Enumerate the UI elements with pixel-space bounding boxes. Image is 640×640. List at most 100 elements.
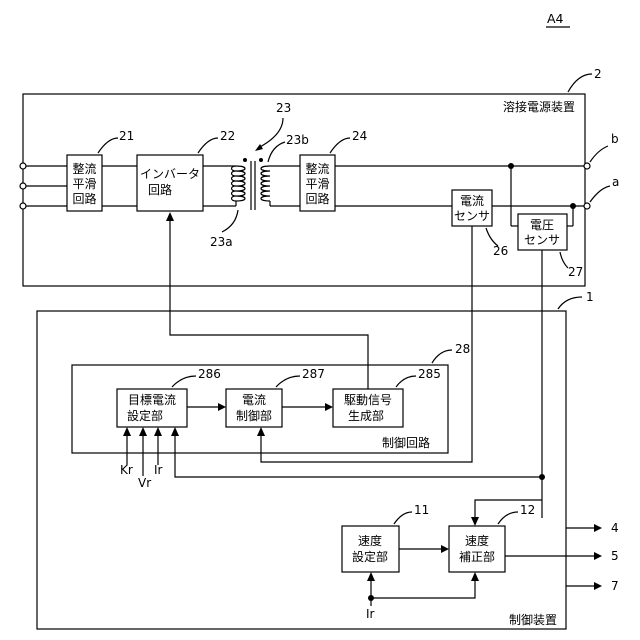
voltage-sensor-27-line1: 電圧 <box>530 218 554 232</box>
transformer-23a-leader <box>222 210 238 232</box>
terminal-b-label: b <box>611 132 619 146</box>
output-terminal-a <box>584 203 590 209</box>
speed-setting-11-line2: 設定部 <box>352 549 388 564</box>
input-terminal-mid <box>20 183 26 189</box>
transformer-23a-ref: 23a <box>210 235 233 249</box>
transformer-23-leader <box>258 118 283 148</box>
arrow-to-inverter <box>166 212 174 221</box>
arrow-11-12 <box>441 545 449 553</box>
rectifier-24-line3: 回路 <box>305 191 329 206</box>
arrow-ir <box>154 427 162 436</box>
arrow-out-7 <box>594 582 602 590</box>
junction-vsense <box>539 474 545 480</box>
transformer-23b-leader <box>268 142 285 162</box>
transformer-23-leader-arrow <box>255 144 263 151</box>
primary-coil <box>232 166 237 206</box>
primary-polarity-dot <box>243 158 247 162</box>
inverter-22-leader <box>198 138 218 153</box>
rectifier-21-line1: 整流 <box>72 161 96 176</box>
wire-ir-to-12 <box>371 580 475 598</box>
primary-coil-right <box>236 166 245 201</box>
figure-label: A4 <box>547 11 564 26</box>
target-current-286-ref: 286 <box>198 367 221 381</box>
output-terminal-b <box>584 163 590 169</box>
rectifier-21-ref: 21 <box>119 129 134 143</box>
voltage-sensor-27-leader <box>560 252 568 268</box>
transformer-23b-ref: 23b <box>286 133 309 147</box>
transformer-23 <box>232 158 271 210</box>
speed-setting-11-box <box>342 526 399 572</box>
voltage-sensor-27-line2: センサ <box>524 233 560 247</box>
speed-correction-12-box <box>449 526 505 572</box>
terminal-b-leader <box>590 146 608 162</box>
welding-power-supply-label: 溶接電源装置 <box>503 99 575 114</box>
control-circuit-ref: 28 <box>455 342 470 356</box>
speed-correction-12-line1: 速度 <box>465 533 489 548</box>
speed-setting-11-line1: 速度 <box>358 533 382 548</box>
control-circuit-leader <box>432 350 452 363</box>
input-ir-label: Ir <box>154 463 163 477</box>
current-control-287-leader <box>276 376 300 387</box>
welding-power-supply-ref: 2 <box>594 67 602 81</box>
current-sensor-26-line1: 電流 <box>460 194 484 208</box>
drive-signal-285-ref: 285 <box>418 367 441 381</box>
secondary-polarity-dot <box>259 158 263 162</box>
current-control-287-ref: 287 <box>302 367 325 381</box>
input-vr-label: Vr <box>138 476 151 490</box>
input-terminal-top <box>20 163 26 169</box>
target-current-286-line2: 設定部 <box>127 408 163 423</box>
drive-signal-285-leader <box>396 376 416 387</box>
output-5-label: 5 <box>611 549 619 563</box>
input-kr-label: Kr <box>120 463 133 477</box>
drive-signal-285-line2: 生成部 <box>348 408 384 423</box>
target-current-286-leader <box>172 376 196 387</box>
arrow-ir-bottom <box>367 572 375 581</box>
rectifier-24-line1: 整流 <box>305 161 329 176</box>
arrow-286-287 <box>218 403 226 411</box>
rectifier-21-leader <box>98 138 118 153</box>
output-7-label: 7 <box>611 579 619 593</box>
current-sensor-26-line2: センサ <box>454 209 490 223</box>
welding-power-supply-leader <box>568 74 592 92</box>
control-device-leader <box>558 297 582 309</box>
input-terminal-bot <box>20 203 26 209</box>
inverter-22-line2: 回路 <box>148 182 172 197</box>
rectifier-24-leader <box>330 138 350 153</box>
inverter-22-ref: 22 <box>220 129 235 143</box>
arrow-out-4 <box>594 524 602 532</box>
speed-correction-12-leader <box>498 512 518 524</box>
speed-setting-11-leader <box>394 512 412 524</box>
inverter-22-line1: インバータ <box>140 167 200 181</box>
arrow-to-12-top <box>471 517 479 526</box>
control-device-label: 制御装置 <box>509 612 557 627</box>
control-device-ref: 1 <box>586 290 594 304</box>
control-device-frame <box>37 311 566 629</box>
rectifier-21-line3: 回路 <box>72 191 96 206</box>
secondary-coil <box>261 166 270 206</box>
rectifier-24-line2: 平滑 <box>305 177 329 191</box>
speed-correction-12-line2: 補正部 <box>459 549 495 564</box>
arrow-ir-to-12 <box>471 572 479 581</box>
rectifier-24-ref: 24 <box>352 129 367 143</box>
current-control-287-line2: 制御部 <box>236 408 272 423</box>
wire-27-to-286 <box>175 436 542 477</box>
arrow-vr <box>139 427 147 436</box>
rectifier-21-line2: 平滑 <box>72 177 96 191</box>
arrow-to-287 <box>257 427 265 436</box>
input-ir-bottom-label: Ir <box>366 607 375 621</box>
current-sensor-26-ref: 26 <box>493 244 508 258</box>
speed-setting-11-ref: 11 <box>414 503 429 517</box>
current-control-287-line1: 電流 <box>242 393 266 407</box>
speed-correction-12-ref: 12 <box>520 503 535 517</box>
terminal-a-leader <box>590 186 610 202</box>
terminal-a-label: a <box>612 175 619 189</box>
arrow-to-286-fb <box>171 427 179 436</box>
control-circuit-label: 制御回路 <box>382 435 430 450</box>
arrow-287-285 <box>325 403 333 411</box>
wire-285-to-inverter <box>170 220 368 389</box>
transformer-23-ref: 23 <box>276 101 291 115</box>
arrow-out-5 <box>594 552 602 560</box>
arrow-kr <box>123 427 131 436</box>
drive-signal-285-line1: 駆動信号 <box>344 393 392 407</box>
